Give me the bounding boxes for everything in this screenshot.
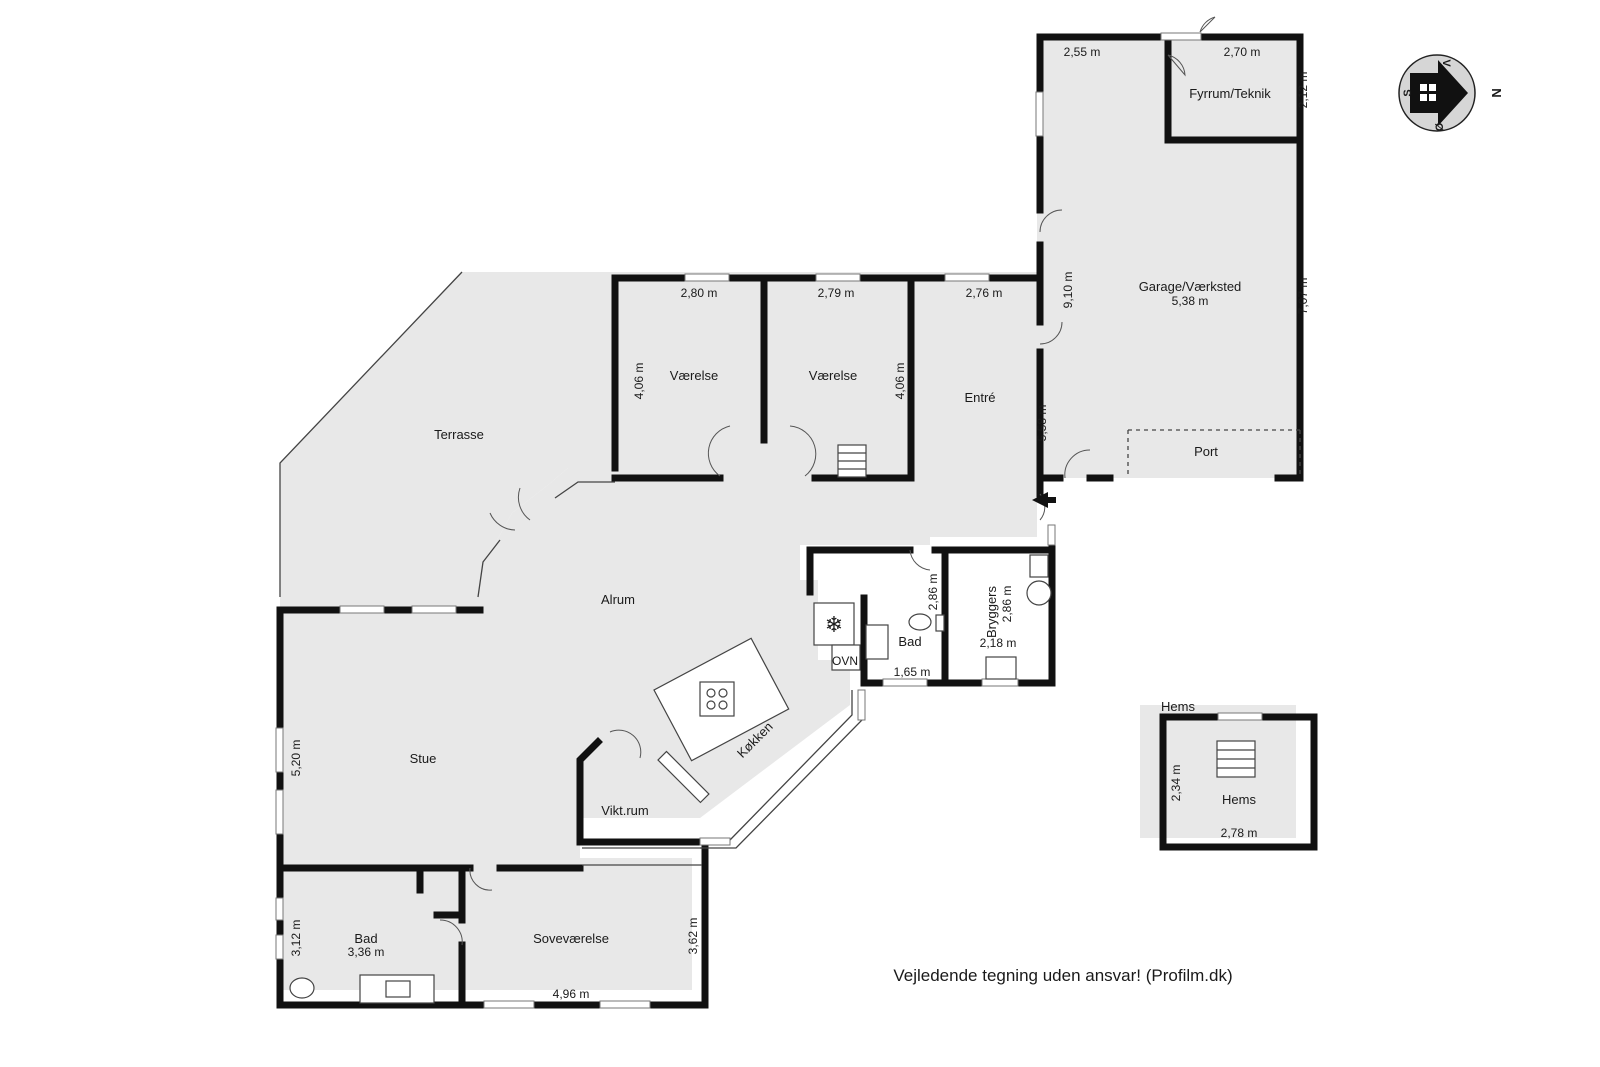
dim-sove-h: 3,62 m (686, 918, 700, 955)
toilet-bad-2 (289, 977, 315, 999)
windows (275, 32, 1263, 1009)
room-garage: Garage/Værksted (1139, 279, 1242, 294)
compass-east: Ø (1434, 122, 1446, 131)
compass-west: V (1440, 59, 1452, 67)
kitchen-counter (657, 750, 710, 804)
room-alrum: Alrum (601, 592, 635, 607)
dim-vaerelse-1-w: 2,80 m (681, 286, 718, 300)
sink-bad (865, 624, 889, 660)
compass-north: N (1489, 88, 1504, 97)
dim-vaerelse-2-h: 4,06 m (893, 363, 907, 400)
dim-fyrrum-w: 2,70 m (1224, 45, 1261, 59)
dim-vaerelse-2-w: 2,79 m (818, 286, 855, 300)
washer (1029, 554, 1049, 578)
dimensions: 2,80 m 4,06 m 2,79 m 4,06 m 2,76 m 5,58 … (289, 45, 1310, 1001)
oven-label: OVN (832, 654, 858, 668)
fixtures: ❄ (289, 444, 1256, 1004)
dim-garage-w: 5,38 m (1172, 294, 1209, 308)
room-hems: Hems (1222, 792, 1256, 807)
dim-entre-h: 5,58 m (1035, 405, 1049, 442)
room-vaerelse-2: Værelse (809, 368, 857, 383)
room-port: Port (1194, 444, 1218, 459)
room-vikt: Vikt.rum (601, 803, 648, 818)
sink-bad-2 (359, 974, 435, 1004)
stove-top (699, 681, 735, 717)
dim-hems-w: 2,78 m (1221, 826, 1258, 840)
entrance-arrow-icon (1032, 492, 1048, 508)
room-bad-2: Bad (354, 931, 377, 946)
toilet-bad (908, 613, 932, 631)
room-sovevaerelse: Soveværelse (533, 931, 609, 946)
oven (831, 644, 861, 671)
dim-bad-1-h: 2,86 m (926, 574, 940, 611)
dim-stue-h: 5,20 m (289, 740, 303, 777)
dim-vaerelse-1-h: 4,06 m (632, 363, 646, 400)
house-arrow-icon (1410, 60, 1468, 126)
room-labels: Terrasse Værelse Værelse Entré Garage/Væ… (354, 86, 1271, 946)
dim-garage-h1: 9,10 m (1061, 272, 1075, 309)
garage-floor (1037, 40, 1300, 478)
dim-hems-h: 2,34 m (1169, 765, 1183, 802)
sink-bryggers (985, 656, 1017, 680)
dim-garage-h2: 7,07 m (1296, 278, 1310, 315)
dim-bad-2-h: 3,12 m (289, 920, 303, 957)
dim-bryggers-w: 2,18 m (980, 636, 1017, 650)
dim-fyrrum-h: 2,12 m (1296, 72, 1310, 109)
room-fyrrum: Fyrrum/Teknik (1189, 86, 1271, 101)
fridge (813, 602, 855, 646)
disclaimer-text: Vejledende tegning uden ansvar! (Profilm… (893, 966, 1232, 985)
compass: N S V Ø (1398, 54, 1504, 132)
dryer (1026, 580, 1052, 606)
room-bryggers: Bryggers (984, 585, 999, 638)
terrace-floor (280, 272, 615, 597)
dim-bryggers-h: 2,86 m (1000, 586, 1014, 623)
room-stue: Stue (410, 751, 437, 766)
snowflake-icon: ❄ (825, 612, 843, 637)
floor-fills (280, 40, 1300, 990)
room-bad-1: Bad (898, 634, 921, 649)
dim-entre-w: 2,76 m (966, 286, 1003, 300)
thin-lines (279, 271, 1301, 866)
compass-south: S (1402, 89, 1414, 96)
room-terrasse: Terrasse (434, 427, 484, 442)
dim-bad-1-w: 1,65 m (894, 665, 931, 679)
doors (439, 16, 1216, 946)
dim-sove-w: 4,96 m (553, 987, 590, 1001)
room-vaerelse-1: Værelse (670, 368, 718, 383)
dim-bad-2-w: 3,36 m (348, 945, 385, 959)
room-entre: Entré (964, 390, 995, 405)
dim-garage-top: 2,55 m (1064, 45, 1101, 59)
hems-title: Hems (1161, 699, 1195, 714)
